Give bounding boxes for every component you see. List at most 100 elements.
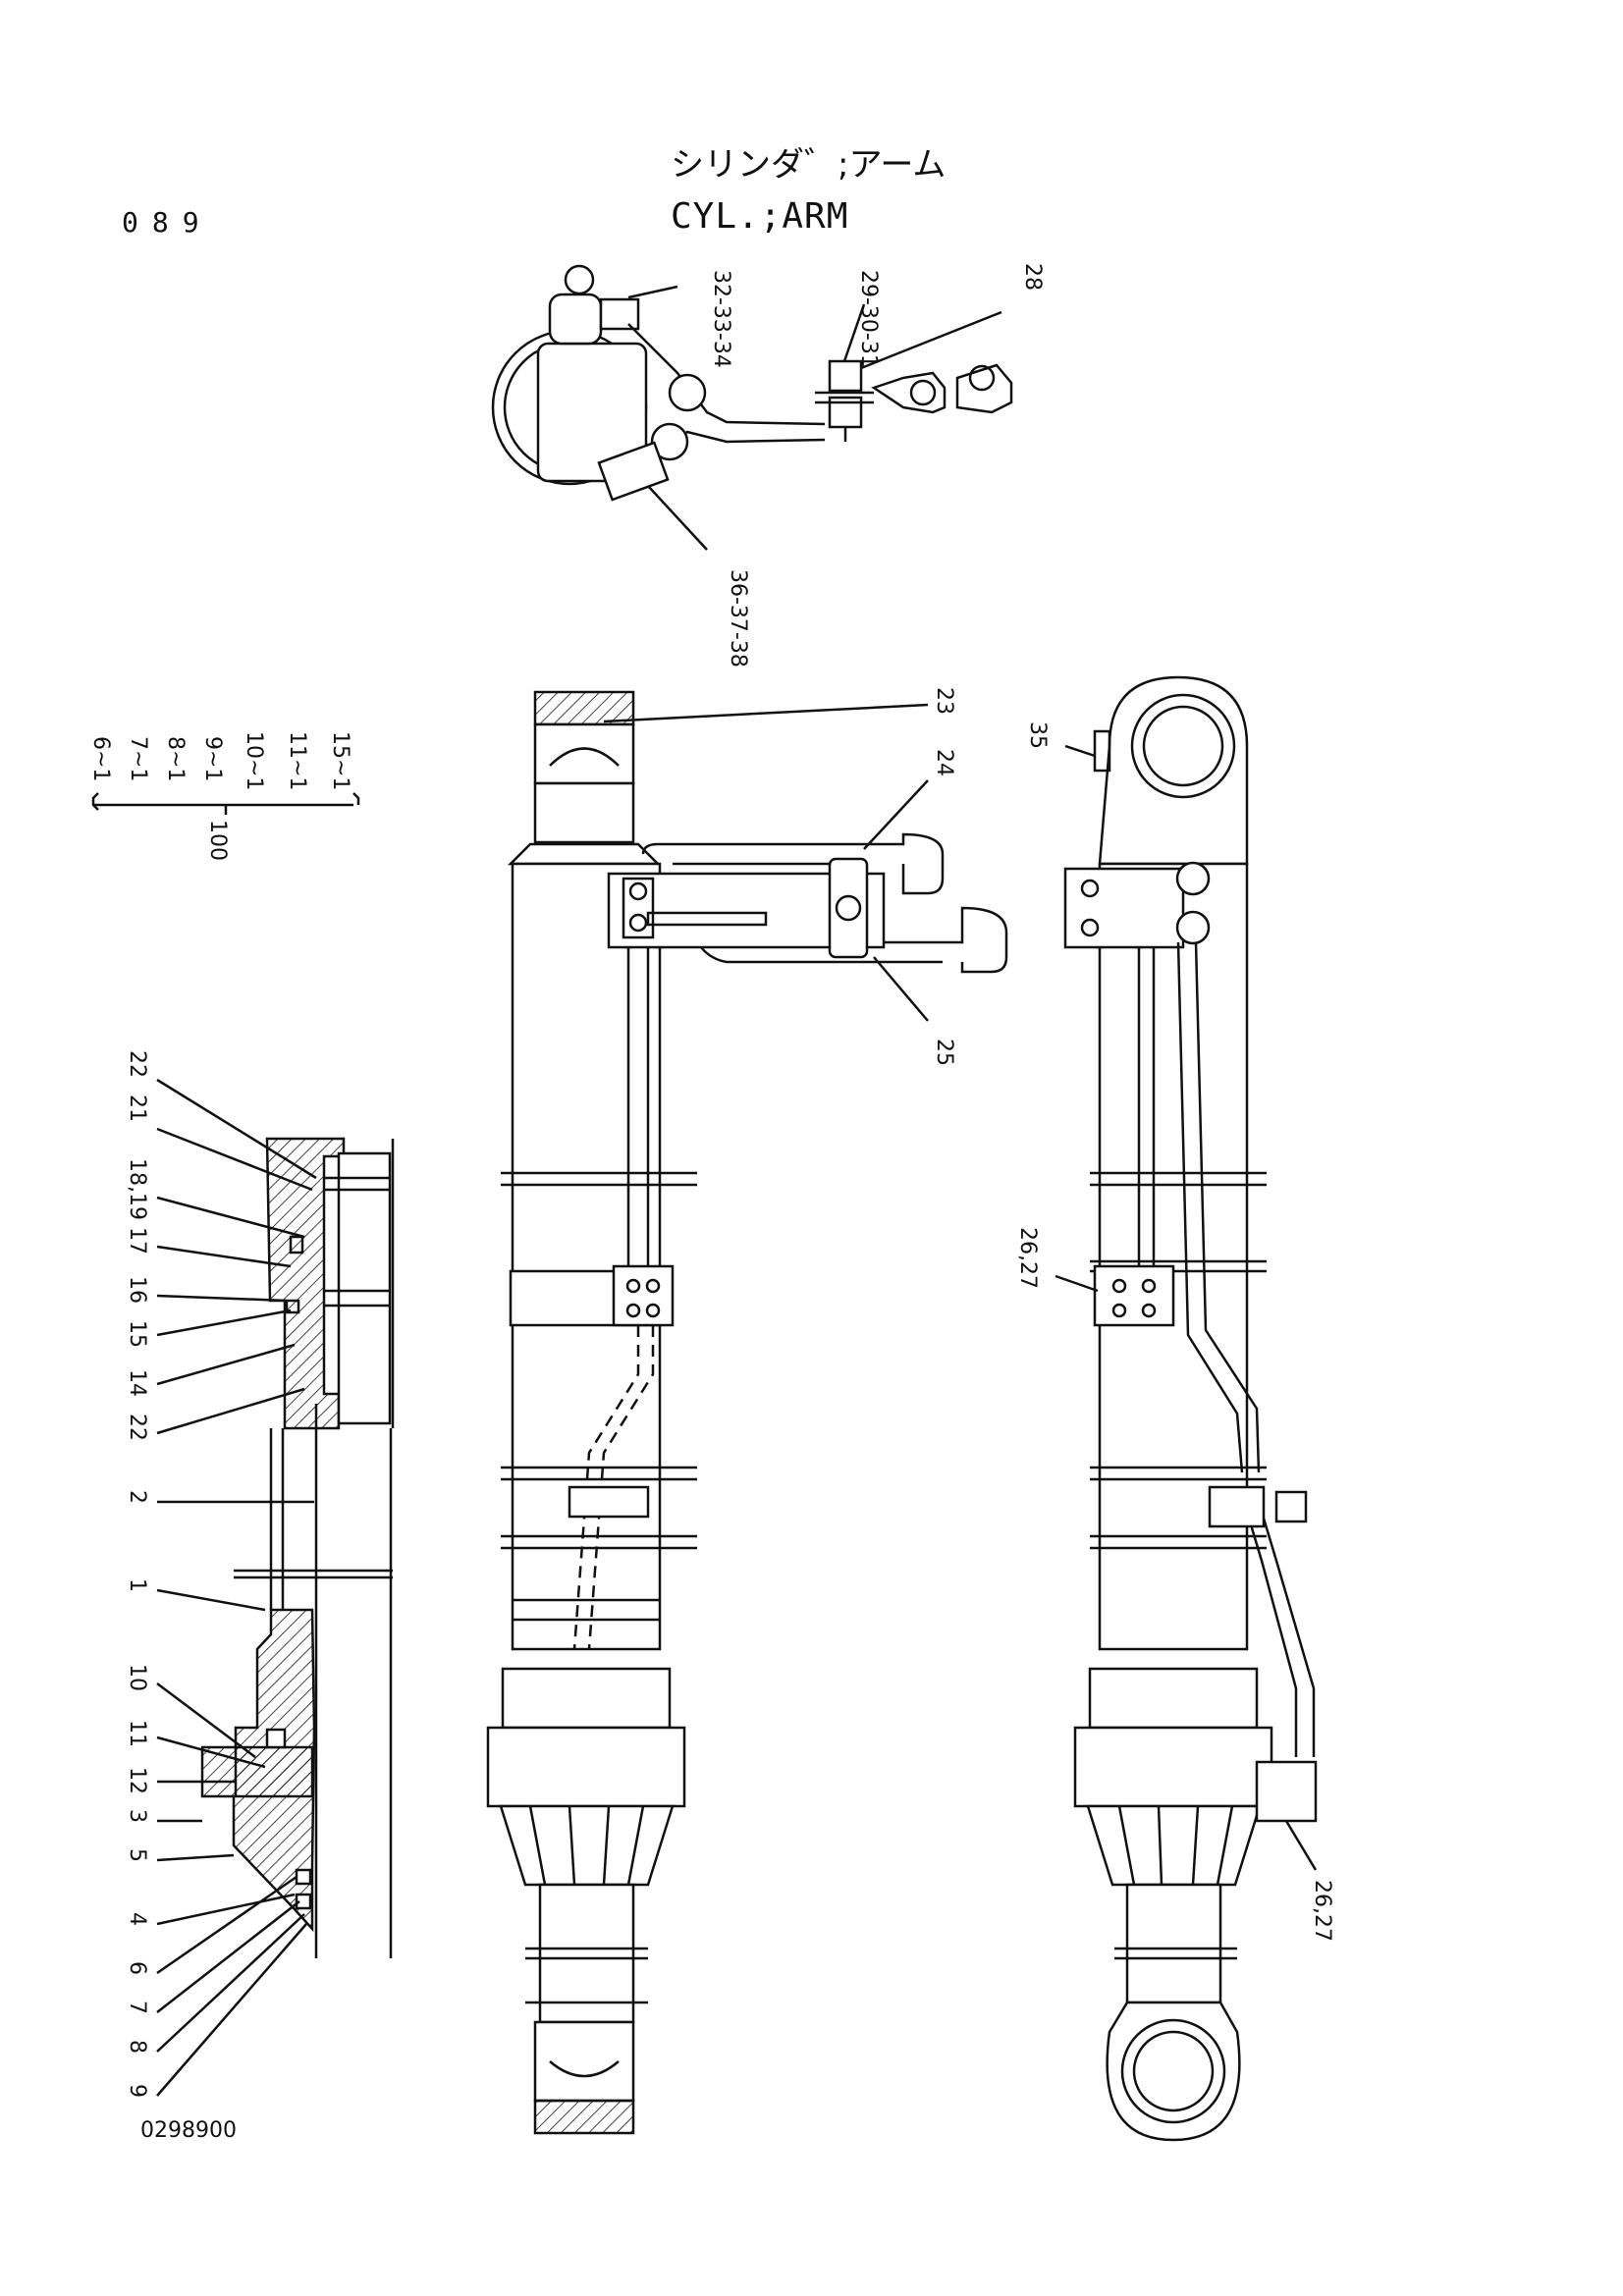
side-head-bolt-1 xyxy=(1080,879,1100,898)
side-gland-rib-3 xyxy=(1191,1805,1200,1886)
top-view-flange-right-hole xyxy=(968,364,996,392)
leader-8 xyxy=(156,1913,305,2053)
front-pipe-clamp-block xyxy=(612,1264,675,1327)
side-pipe-b xyxy=(1176,941,1261,1473)
page-number: 089 xyxy=(122,206,213,239)
front-top-eye xyxy=(533,722,635,785)
front-pipe-clamp-bolt-b xyxy=(645,1278,661,1294)
side-gland-rib-2 xyxy=(1157,1805,1163,1886)
top-view-flange-left-hole xyxy=(909,379,937,406)
top-view-flange-left xyxy=(871,371,947,414)
side-view xyxy=(1055,675,1318,2142)
callout-18-19: 18,19 xyxy=(125,1158,149,1220)
front-gland-rib-1 xyxy=(528,1805,547,1886)
leader-36-37-38 xyxy=(647,485,708,551)
section-seal-16 xyxy=(285,1299,300,1314)
kit-member-8: 8~1 xyxy=(163,736,188,781)
kit-member-11: 11~1 xyxy=(285,731,309,790)
front-pipe-clamp-bolt-c xyxy=(625,1303,641,1318)
callout-6: 6 xyxy=(125,1961,149,1975)
top-view-elbow-lower xyxy=(650,422,689,461)
side-pipe-c xyxy=(1245,1511,1316,1757)
callout-22-top: 22 xyxy=(125,1050,149,1078)
section-view xyxy=(156,1078,395,2097)
drawing-number: 0298900 xyxy=(140,2118,237,2143)
callout-26-27-lower: 26,27 xyxy=(1310,1880,1334,1942)
front-pipe-clamp-bolt-a xyxy=(625,1278,641,1294)
kit-number: 100 xyxy=(205,820,230,861)
front-gland-rib-4 xyxy=(626,1805,645,1886)
side-gland-top xyxy=(1088,1667,1259,1730)
side-gland-rib-4 xyxy=(1216,1805,1234,1886)
leader-18-19 xyxy=(156,1196,305,1239)
leader-35 xyxy=(1064,744,1096,758)
top-view-upper-fitting xyxy=(564,264,595,295)
callout-21: 21 xyxy=(125,1095,149,1122)
front-pipe-hidden-2 xyxy=(587,1325,655,1650)
leader-26-27-upper xyxy=(1055,1274,1099,1293)
front-head-bolt-1 xyxy=(628,881,648,901)
callout-17: 17 xyxy=(125,1227,149,1255)
callout-35: 35 xyxy=(1025,721,1050,749)
front-head-bracket-bolts xyxy=(622,877,655,939)
front-gland-rib-3 xyxy=(602,1805,611,1886)
side-pipe-clamp-nut xyxy=(1274,1490,1308,1523)
side-pipe-a xyxy=(1137,947,1156,1266)
leader-22-bottom xyxy=(156,1387,305,1435)
callout-24: 24 xyxy=(932,749,956,776)
callout-12: 12 xyxy=(125,1767,149,1794)
side-gland-rib-1 xyxy=(1117,1805,1136,1886)
side-pipe-clamp-upper xyxy=(1093,1264,1175,1327)
callout-3: 3 xyxy=(125,1809,149,1823)
callout-2: 2 xyxy=(125,1490,149,1504)
side-rod xyxy=(1125,1883,1222,2004)
side-head-bracket xyxy=(1063,867,1185,949)
top-view-upper-port xyxy=(548,293,603,346)
callout-16: 16 xyxy=(125,1276,149,1304)
leader-9 xyxy=(156,1923,307,2097)
callout-28: 28 xyxy=(1020,263,1045,291)
kit-member-7: 7~1 xyxy=(126,736,150,781)
section-piston-set-screw xyxy=(265,1728,287,1749)
kit-member-15: 15~1 xyxy=(328,731,352,790)
leader-25 xyxy=(873,956,929,1022)
callout-36-37-38: 36-37-38 xyxy=(726,569,750,667)
side-bottom-eye-outer xyxy=(1120,2018,1226,2124)
side-fitting-upper xyxy=(1175,861,1211,896)
side-bottom-eye xyxy=(1106,2001,1241,2142)
leader-24 xyxy=(863,779,929,850)
front-pipe-hidden xyxy=(572,1325,640,1650)
leader-28 xyxy=(860,310,1002,370)
leader-22-top xyxy=(156,1078,317,1180)
leader-17 xyxy=(156,1245,292,1268)
leader-5 xyxy=(156,1853,235,1862)
front-top-eye-bushing xyxy=(549,747,620,767)
section-piston-ring-8 xyxy=(295,1893,312,1910)
section-seal-17 xyxy=(289,1235,304,1255)
side-top-eye-outer xyxy=(1130,693,1236,799)
callout-8: 8 xyxy=(125,2040,149,2054)
front-gland-rib-2 xyxy=(568,1805,576,1886)
callout-14: 14 xyxy=(125,1369,149,1397)
front-gland xyxy=(486,1726,686,1808)
leader-10 xyxy=(156,1682,256,1758)
side-bottom-eye-inner xyxy=(1132,2030,1215,2112)
leader-7 xyxy=(156,1900,300,2013)
leader-21 xyxy=(156,1127,313,1192)
callout-32-33-34: 32-33-34 xyxy=(709,270,733,368)
leader-6 xyxy=(156,1875,298,1975)
kit-member-10: 10~1 xyxy=(242,731,266,790)
top-view-lower-clamp xyxy=(597,441,670,502)
leader-15 xyxy=(156,1308,292,1337)
side-gland xyxy=(1073,1726,1273,1808)
leader-11 xyxy=(156,1735,266,1769)
front-pipe-clamp-bolt-d xyxy=(645,1303,661,1318)
side-grease-fitting xyxy=(1093,729,1111,773)
callout-7: 7 xyxy=(125,2001,149,2014)
title-english: CYL.;ARM xyxy=(671,196,849,237)
leader-4 xyxy=(156,1893,296,1926)
section-piston-ring-7 xyxy=(295,1868,312,1886)
top-view-upper-clamp xyxy=(599,297,640,331)
leader-26-27-lower xyxy=(1284,1820,1318,1871)
side-pipe-clamp-bolt-c xyxy=(1111,1303,1127,1318)
